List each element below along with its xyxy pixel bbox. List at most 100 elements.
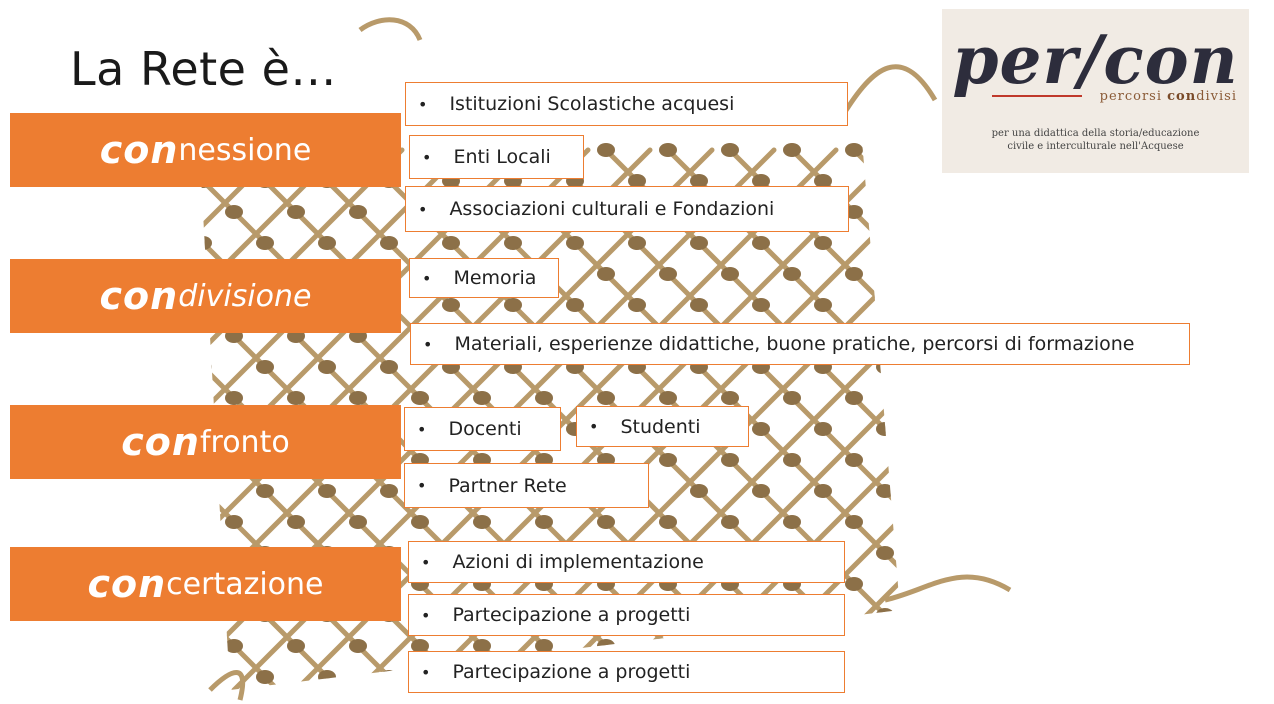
rope-knot (1155, 577, 1173, 591)
rope-strand (200, 147, 405, 690)
rope-knot (907, 515, 925, 529)
rope-knot (442, 298, 460, 312)
rope-strand (789, 147, 900, 690)
logo-subtitle: percorsi condivisi (1099, 89, 1237, 104)
rope-knot (1155, 391, 1173, 405)
percon-logo: per/con percorsi condivisi per una didat… (942, 9, 1249, 173)
rope-strand (1102, 150, 1274, 690)
item-partecipazione-1: •Partecipazione a progetti (408, 594, 845, 636)
rope-knot (1124, 546, 1142, 560)
rope-knot (1155, 205, 1173, 219)
rope-knot (1186, 174, 1204, 188)
rope-knot (349, 205, 367, 219)
rope-knot (721, 143, 739, 157)
rope-knot (721, 391, 739, 405)
rope-knot (628, 174, 646, 188)
rope-knot (101, 639, 119, 653)
rope-knot (225, 205, 243, 219)
rope-knot (690, 484, 708, 498)
rope-knot (200, 670, 212, 684)
rope-knot (287, 515, 305, 529)
rope-knot (1186, 422, 1204, 436)
logo-underline (992, 95, 1082, 97)
rope-strand (1164, 150, 1274, 690)
rope-knot (380, 236, 398, 250)
rope-knot (721, 515, 739, 529)
rope-knot (1000, 174, 1018, 188)
rope-knot (907, 267, 925, 281)
rope-knot (876, 608, 894, 622)
rope-knot (411, 391, 429, 405)
rope-knot (132, 360, 150, 374)
rope-knot (318, 670, 336, 684)
rope-knot (566, 298, 584, 312)
rope-knot (597, 143, 615, 157)
rope-knot (225, 391, 243, 405)
rope-knot (535, 391, 553, 405)
rope-knot (938, 236, 956, 250)
rope-knot (783, 391, 801, 405)
rope-knot (814, 298, 832, 312)
rope-knot (1031, 577, 1049, 591)
item-materiali: •Materiali, esperienze didattiche, buone… (410, 323, 1190, 365)
rope-knot (256, 236, 274, 250)
rope-knot (8, 670, 26, 684)
rope-knot (1093, 639, 1111, 653)
rope-strand (1102, 150, 1274, 690)
item-studenti: •Studenti (576, 406, 749, 447)
rope-knot (349, 515, 367, 529)
rope-knot (1031, 205, 1049, 219)
rope-knot (1217, 267, 1235, 281)
rope-knot (876, 670, 894, 684)
rope-knot (132, 236, 150, 250)
rope-knot (1124, 670, 1142, 684)
rope-knot (566, 236, 584, 250)
rope-knot (1062, 298, 1080, 312)
rope-knot (1093, 453, 1111, 467)
rope-knot (1155, 515, 1173, 529)
rope-knot (969, 515, 987, 529)
rope-knot (1155, 267, 1173, 281)
rope-knot (1155, 453, 1173, 467)
rope-knot (659, 267, 677, 281)
rope-knot (845, 205, 863, 219)
rope-knot (473, 639, 491, 653)
rope-strand (1040, 150, 1274, 690)
rope-knot (845, 267, 863, 281)
rope-knot (1000, 608, 1018, 622)
rope-strand (916, 150, 1274, 690)
rope-knot (1248, 298, 1266, 312)
rope-knot (783, 453, 801, 467)
rope-knot (132, 484, 150, 498)
rope-knot (1248, 484, 1266, 498)
rope-knot (1124, 608, 1142, 622)
rope-knot (628, 298, 646, 312)
rope-knot (8, 484, 26, 498)
rope-knot (39, 205, 57, 219)
rope-knot (1093, 205, 1111, 219)
rope-knot (752, 236, 770, 250)
rope-strand (978, 150, 1274, 690)
rope-knot (845, 143, 863, 157)
rope-knot (535, 515, 553, 529)
rope-knot (70, 670, 88, 684)
rope-knot (876, 236, 894, 250)
rope-knot (1062, 546, 1080, 560)
rope-knot (1062, 670, 1080, 684)
rope-knot (907, 205, 925, 219)
rope-knot (70, 360, 88, 374)
rope-strand (851, 147, 900, 690)
rope-knot (1093, 515, 1111, 529)
rope-knot (256, 670, 274, 684)
rope-knot (411, 639, 429, 653)
rope-knot (225, 515, 243, 529)
rope-knot (845, 453, 863, 467)
rope-knot (814, 236, 832, 250)
rope-knot (876, 174, 894, 188)
rope-knot (1031, 267, 1049, 281)
rope-knot (256, 484, 274, 498)
rope-knot (845, 391, 863, 405)
slide-title: La Rete è… (70, 42, 337, 96)
